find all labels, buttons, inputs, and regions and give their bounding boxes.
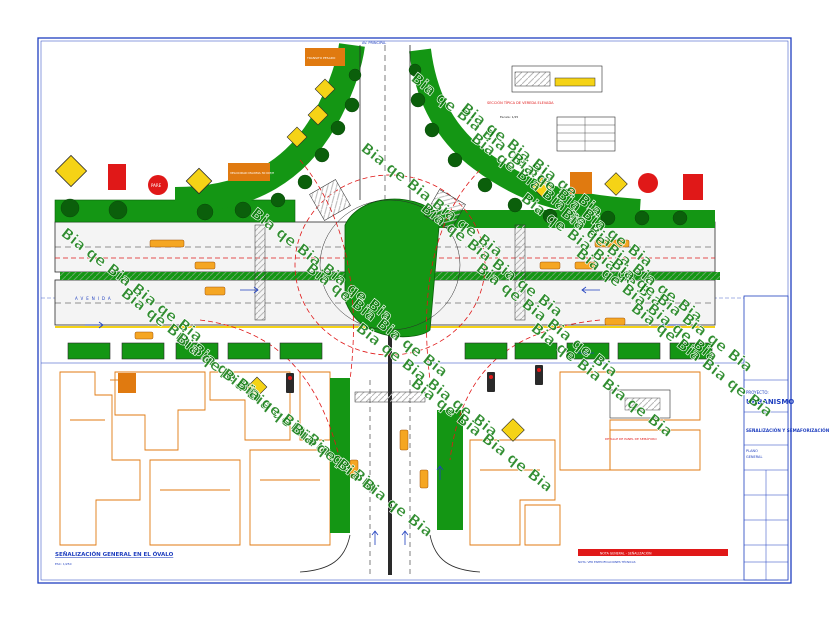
- traffic-light-detail: DETALLE DE PANEL DE SEMÁFORO: [605, 389, 671, 441]
- warning-sign-6: [531, 176, 553, 198]
- legend-note: NOTA: VER ESPECIFICACIONES TÉCNICAS: [578, 559, 636, 564]
- info-sign-2: [570, 172, 592, 194]
- info-sign-top: [305, 48, 345, 66]
- planter-boxes-bottom: PARADERO: [67, 342, 713, 360]
- drawing-main-scale: ESC: 1/250: [55, 562, 72, 566]
- legend-bar: [578, 549, 728, 556]
- warning-sign-3: [314, 78, 336, 100]
- warning-sign-1: [54, 154, 88, 188]
- warning-sign-9: [246, 376, 268, 398]
- sign-label-1: VELOCIDAD MAXIMA 30 KM/H: [230, 171, 274, 175]
- legend-bar-text: NOTA GENERAL - SEÑALIZACIÓN: [600, 551, 652, 556]
- drawing-main-title: SEÑALIZACIÓN GENERAL EN EL ÓVALO: [55, 551, 174, 558]
- city-blocks: [59, 371, 701, 546]
- detail-scale: Escala: 1/25: [500, 115, 518, 119]
- zebra-crossings: [254, 179, 526, 403]
- central-oval: [294, 174, 486, 356]
- vehicles: [134, 239, 630, 489]
- warning-sign-4: [307, 104, 329, 126]
- warning-sign-2: [185, 167, 213, 195]
- trees: [60, 63, 688, 226]
- info-sign-3: [118, 373, 136, 393]
- stop-sign-1: [148, 175, 168, 195]
- parking-label: PARADERO: [567, 216, 584, 220]
- street-label: AVENIDA: [75, 296, 114, 301]
- title-block-org: URBANISMO: [746, 398, 794, 406]
- south-branch: [299, 330, 481, 575]
- detail-title: SECCIÓN TÍPICA DE VEREDA ELEVADA: [487, 100, 554, 105]
- title-block-sheet-sub-2: GENERAL: [746, 455, 762, 459]
- title-block-label: PROYECTO:: [746, 390, 769, 395]
- warning-sign-7: [604, 172, 628, 196]
- stop-sign-2: [638, 173, 658, 193]
- sign-label-2: TRANSITO PESADO: [306, 56, 336, 60]
- regulatory-sign-1: [108, 164, 126, 190]
- warning-sign-8: [501, 418, 525, 442]
- title-block-sheet-title: SEÑALIZACIÓN Y SEMAFORIZACIÓN: [746, 428, 830, 433]
- top-road-label: AV. PRINCIPAL: [362, 41, 386, 45]
- title-block-sheet-sub: PLANO: [746, 449, 758, 453]
- detail2-title: DETALLE DE PANEL DE SEMÁFORO: [605, 436, 657, 441]
- lane-arrows: [85, 286, 680, 545]
- info-sign-1: [228, 163, 270, 181]
- parking-label-2: PARADERO: [578, 351, 595, 355]
- warning-sign-5: [286, 126, 308, 148]
- section-detail: SECCIÓN TÍPICA DE VEREDA ELEVADA Escala:…: [487, 65, 616, 152]
- regulatory-sign-2: [683, 174, 703, 200]
- title-block: PROYECTO: URBANISMO SEÑALIZACIÓN Y SEMAF…: [743, 295, 830, 581]
- traffic-signs: PARE VELOCIDAD MAXIMA 30 KM/H TRANSITO P…: [54, 48, 703, 442]
- stop-sign-1-label: PARE: [151, 183, 162, 188]
- turning-paths: [199, 159, 601, 461]
- traffic-lights: [286, 365, 543, 393]
